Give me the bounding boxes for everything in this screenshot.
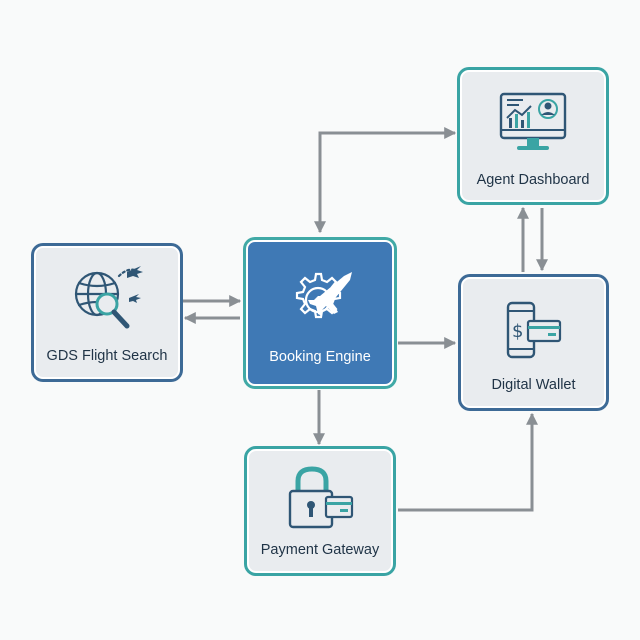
- svg-text:$: $: [512, 321, 523, 342]
- padlock-card-icon: [288, 466, 354, 529]
- node-gds-label: GDS Flight Search: [46, 348, 168, 364]
- globe-search-plane-icon: [74, 266, 143, 329]
- phone-dollar-card-icon: $: [506, 301, 561, 359]
- node-agent-dashboard[interactable]: Agent Dashboard: [460, 70, 606, 202]
- node-payment-gateway[interactable]: Payment Gateway: [247, 449, 393, 573]
- arrow-payment-to-wallet: [398, 412, 538, 512]
- monitor-chart-user-icon: [499, 92, 567, 150]
- node-booking-label: Booking Engine: [269, 349, 371, 365]
- node-payment-label: Payment Gateway: [260, 542, 380, 558]
- gear-plane-icon: [295, 272, 352, 319]
- node-digital-wallet[interactable]: $ Digital Wallet: [461, 277, 606, 408]
- node-gds-flight-search[interactable]: GDS Flight Search: [34, 246, 180, 379]
- node-wallet-label: Digital Wallet: [491, 377, 576, 393]
- node-agent-label: Agent Dashboard: [476, 172, 590, 188]
- node-booking-engine[interactable]: Booking Engine: [246, 240, 394, 386]
- arrow-booking-agent-loop: [314, 127, 457, 234]
